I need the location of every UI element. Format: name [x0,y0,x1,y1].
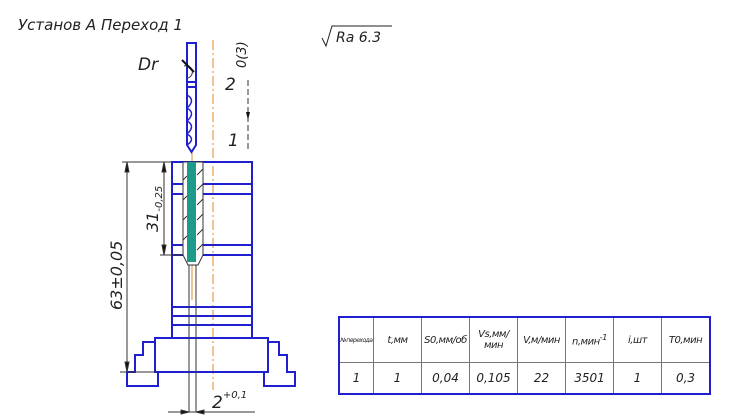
dimension-height [120,161,172,373]
dimension-depth [160,161,183,256]
header-cell: t,мм [373,316,422,363]
header-cell: n,мин-1 [565,316,614,363]
drill-tool [185,42,197,154]
svg-text:2+0,1: 2+0,1 [212,390,247,413]
title: Установ А Переход 1 [18,16,183,34]
position-3-label: 0(3) [235,41,250,68]
header-cell: №перехода [338,316,374,363]
table-cell: 22 [517,362,566,395]
header-cell: T0,мин [661,316,711,363]
roughness-symbol: Ra 6.3 [321,25,392,48]
table-row: 1 1 0,04 0,105 22 3501 1 0,3 [338,362,711,395]
header-cell: S0,мм/об [421,316,470,363]
header-n-label: n,мин [572,336,600,348]
header-cell: i,шт [613,316,662,363]
table-cell: 1 [338,362,374,395]
position-1-label: 1 [228,131,239,151]
header-cell: Vs,мм/мин [469,316,518,363]
roughness-value: Ra 6.3 [336,30,381,46]
table-cell: 1 [373,362,422,395]
dimension-depth-label: 31 [143,212,162,232]
table-header-row: №перехода t,мм S0,мм/об Vs,мм/мин V,м/ми… [338,316,711,363]
dimension-height-label: 63±0,05 [107,241,126,310]
dimension-depth-tolerance: -0,25 [154,186,165,212]
svg-text:31-0,25: 31-0,25 [143,186,165,232]
workpiece [126,161,296,387]
rotation-arrowhead-icon [181,59,195,73]
table-cell: 3501 [565,362,614,395]
feed-arrow-icon [246,112,250,120]
dimension-diameter-tolerance: +0,1 [223,390,247,401]
drilled-hole [182,161,204,412]
table-cell: 0,105 [469,362,518,395]
tool-label: Dr [138,55,159,75]
table-cell: 1 [613,362,662,395]
table-cell: 0,04 [421,362,470,395]
header-cell: V,м/мин [517,316,566,363]
dimension-diameter-label: 2 [212,393,223,413]
header-n-superscript: -1 [599,332,608,343]
dimension-diameter [168,409,255,415]
table-cell: 0,3 [661,362,711,395]
position-2-label: 2 [225,75,236,95]
cutting-modes-table: №перехода t,мм S0,мм/об Vs,мм/мин V,м/ми… [338,316,711,395]
